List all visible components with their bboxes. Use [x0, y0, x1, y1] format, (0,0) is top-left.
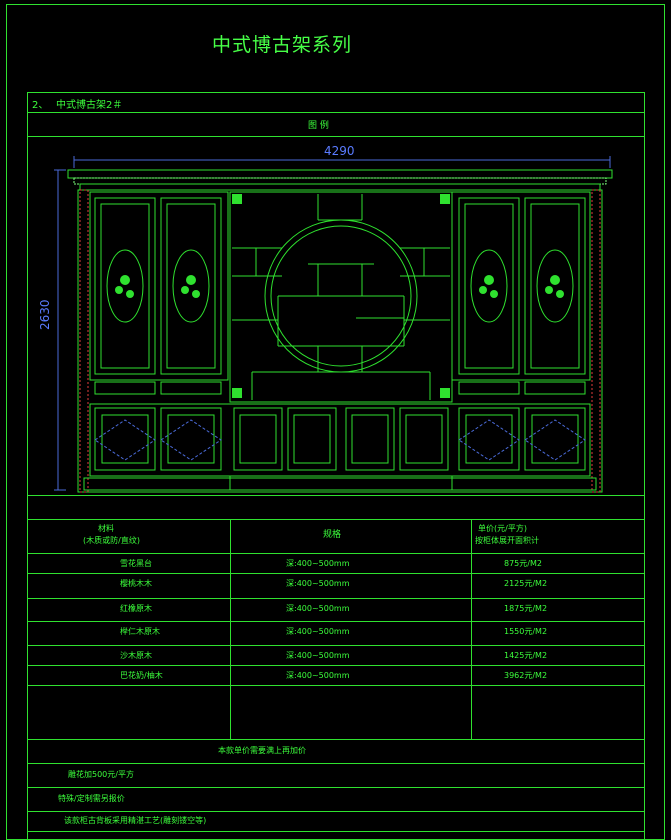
row-spec: 深:400~500mm [286, 651, 350, 660]
row-spec: 深:400~500mm [286, 579, 350, 588]
width-dimension: 4290 [324, 144, 355, 158]
header-price: 单价(元/平方) [478, 524, 527, 533]
note-3: 特殊/定制需另报价 [58, 794, 125, 803]
row-price: 1875元/M2 [504, 604, 548, 613]
note-1: 本款单价需要满上再加价 [218, 746, 306, 755]
row-spec: 深:400~500mm [286, 627, 350, 636]
row-price: 3962元/M2 [504, 671, 548, 680]
height-dimension: 2630 [38, 299, 52, 330]
row-spec: 深:400~500mm [286, 604, 350, 613]
section-name: 中式博古架2＃ [56, 100, 123, 111]
header-price-sub: 按柜体展开面积计 [475, 536, 539, 545]
row-price: 1550元/M2 [504, 627, 548, 636]
row-price: 1425元/M2 [504, 651, 548, 660]
row-spec: 深:400~500mm [286, 559, 350, 568]
header-material: 材料 [98, 524, 114, 533]
row-material: 巴花奶/柚木 [120, 671, 163, 680]
row-material: 沙木原木 [120, 651, 152, 660]
row-price: 875元/M2 [504, 559, 542, 568]
row-price: 2125元/M2 [504, 579, 548, 588]
note-4: 该款柜古背板采用精湛工艺(雕刻镂空等) [64, 816, 207, 825]
spec-sheet: 2、 中式博古架2＃ 图 例 材料 (木质或防/直纹) 规格 单价(元/平方) … [27, 92, 645, 840]
header-spec: 规格 [323, 530, 342, 540]
row-spec: 深:400~500mm [286, 671, 350, 680]
row-material: 榉仁木原木 [120, 627, 160, 636]
page-title: 中式博古架系列 [212, 34, 353, 56]
section-number: 2、 [32, 100, 49, 111]
drawing-caption: 图 例 [308, 121, 329, 131]
row-material: 樱桃木木 [120, 579, 152, 588]
row-material: 红橡原木 [120, 604, 152, 613]
note-2: 雕花加500元/平方 [68, 770, 134, 779]
header-material-sub: (木质或防/直纹) [83, 536, 140, 545]
row-material: 雪花黑台 [120, 559, 152, 568]
